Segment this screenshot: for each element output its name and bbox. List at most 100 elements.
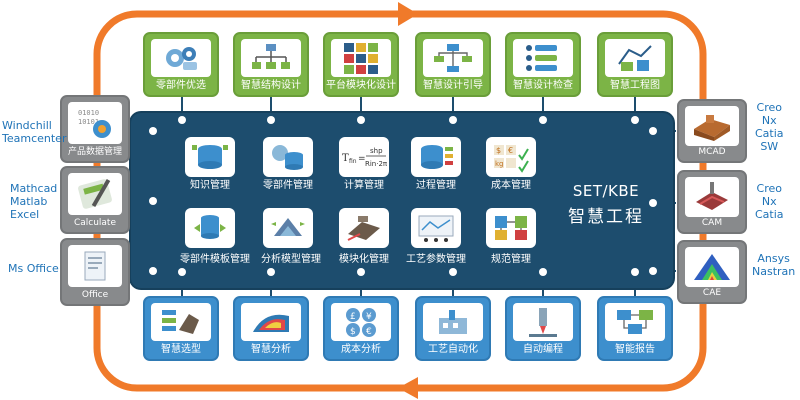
tool-label-calc: Mathcad Matlab Excel	[10, 182, 58, 221]
center-label: 零部件管理	[263, 180, 313, 191]
module-grid-icon	[331, 39, 391, 77]
connector-dot	[539, 116, 547, 124]
center-label: 计算管理	[344, 180, 384, 191]
connector-dot	[149, 267, 157, 275]
svg-text:T: T	[342, 153, 349, 164]
center-label: 模块化管理	[339, 254, 389, 265]
svg-text:$: $	[350, 327, 356, 337]
cnc-icon	[513, 303, 573, 341]
right-module-mcad[interactable]: MCAD	[677, 99, 747, 163]
connector-dot	[631, 116, 639, 124]
calculator-icon	[68, 173, 122, 215]
cycle-arrow-top	[398, 2, 418, 26]
module-label: 自动编程	[523, 344, 563, 355]
module-label: 智慧工程图	[610, 80, 660, 91]
bottom-module-cost-analysis[interactable]: £¥$€ 成本分析	[323, 296, 399, 361]
module-label: 平台模块化设计	[326, 80, 396, 91]
connector-dot	[267, 116, 275, 124]
cam-part-icon	[685, 177, 739, 217]
center-label: 知识管理	[190, 180, 230, 191]
report-icon	[605, 303, 665, 341]
connector-dot	[449, 268, 457, 276]
svg-text:=: =	[358, 154, 366, 164]
module-label: 智慧结构设计	[241, 80, 301, 91]
module-label: Calculate	[73, 218, 117, 228]
center-label: 规范管理	[491, 254, 531, 265]
bottom-module-smart-selection[interactable]: 智慧选型	[143, 296, 219, 361]
top-module-structure-design[interactable]: 智慧结构设计	[233, 32, 309, 97]
svg-text:£: £	[350, 312, 356, 322]
model-icon[interactable]	[263, 208, 313, 248]
currency-icon: £¥$€	[331, 303, 391, 341]
left-module-office[interactable]: Office	[60, 238, 130, 306]
connector-dot	[539, 268, 547, 276]
module-label: 智慧设计检查	[513, 80, 573, 91]
flow-guide-icon	[423, 39, 483, 77]
module-label: 智慧选型	[161, 344, 201, 355]
center-label: 分析模型管理	[261, 254, 321, 265]
right-module-cam[interactable]: CAM	[677, 170, 747, 234]
bottom-module-auto-programming[interactable]: 自动编程	[505, 296, 581, 361]
drawing-icon	[605, 39, 665, 77]
tool-label-office: Ms Office	[8, 262, 59, 275]
connector-dot	[649, 127, 657, 135]
module-label: 智能报告	[615, 344, 655, 355]
module-label: MCAD	[698, 147, 726, 157]
analysis-icon	[241, 303, 301, 341]
module-label: CAM	[701, 218, 723, 228]
template-icon[interactable]	[185, 208, 235, 248]
center-title: SET/KBE	[572, 182, 640, 200]
bottom-module-process-automation[interactable]: 工艺自动化	[415, 296, 491, 361]
parameter-icon[interactable]	[411, 208, 461, 248]
cost-icon[interactable]: $€kg	[486, 137, 536, 177]
selection-icon	[151, 303, 211, 341]
gears-icon	[151, 39, 211, 77]
module-label: 成本分析	[341, 344, 381, 355]
module-label: 智慧设计引导	[423, 80, 483, 91]
parts-db-icon[interactable]	[263, 137, 313, 177]
mcad-part-icon	[685, 106, 739, 146]
module-label: 智慧分析	[251, 344, 291, 355]
connector-dot	[178, 268, 186, 276]
connector-dot	[449, 116, 457, 124]
process-db-icon[interactable]	[411, 137, 461, 177]
module-icon[interactable]	[339, 208, 389, 248]
left-module-calculate[interactable]: Calculate	[60, 166, 130, 234]
factory-icon	[423, 303, 483, 341]
top-module-part-selection[interactable]: 零部件优选	[143, 32, 219, 97]
svg-text:€: €	[508, 146, 513, 155]
module-label: CAE	[702, 288, 722, 298]
connector-dot	[267, 268, 275, 276]
cae-mesh-icon	[685, 247, 739, 287]
bottom-module-smart-analysis[interactable]: 智慧分析	[233, 296, 309, 361]
center-subtitle: 智慧工程	[568, 207, 644, 227]
module-label: 工艺自动化	[428, 344, 478, 355]
database-icon[interactable]	[185, 137, 235, 177]
tool-label-cae: Ansys Nastran	[752, 252, 796, 278]
bottom-module-smart-report[interactable]: 智能报告	[597, 296, 673, 361]
svg-text:10101: 10101	[78, 118, 99, 126]
module-label: 产品数据管理	[67, 147, 122, 157]
checklist-icon	[513, 39, 573, 77]
top-module-platform-modular-design[interactable]: 平台模块化设计	[323, 32, 399, 97]
structure-tree-icon	[241, 39, 301, 77]
center-label: 过程管理	[416, 180, 456, 191]
formula-bottom: Rin·2π	[365, 160, 388, 168]
top-module-engineering-drawing[interactable]: 智慧工程图	[597, 32, 673, 97]
center-label: 工艺参数管理	[406, 254, 466, 265]
connector-dot	[178, 116, 186, 124]
office-doc-icon	[68, 245, 122, 287]
standard-icon[interactable]	[486, 208, 536, 248]
svg-text:01010: 01010	[78, 109, 99, 117]
tool-label-pdm: Windchill Teamcenter	[2, 119, 67, 145]
top-module-design-check[interactable]: 智慧设计检查	[505, 32, 581, 97]
formula-top: shp	[370, 147, 383, 155]
top-module-design-guidance[interactable]: 智慧设计引导	[415, 32, 491, 97]
right-module-cae[interactable]: CAE	[677, 240, 747, 304]
connector-dot	[649, 267, 657, 275]
connector-dot	[631, 268, 639, 276]
connector-dot	[149, 197, 157, 205]
